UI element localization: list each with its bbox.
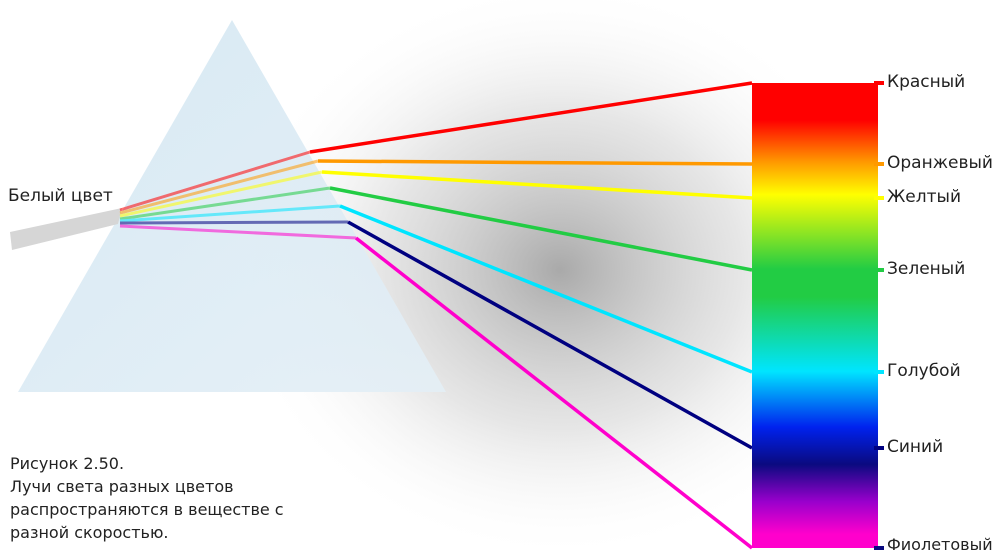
color-label-yellow: Желтый <box>887 187 962 207</box>
caption-line-4: разной скоростью. <box>10 523 169 542</box>
color-label-violet: Фиолетовый <box>887 535 993 554</box>
color-label-red: Красный <box>887 72 966 92</box>
white-light-label: Белый цвет <box>8 186 113 206</box>
ray-violet <box>354 236 754 550</box>
white-light-beam <box>10 208 122 250</box>
spectrum-ticks <box>874 81 884 550</box>
ray-green <box>329 186 753 272</box>
caption-line-3: распространяются в веществе с <box>10 500 284 519</box>
color-label-green: Зеленый <box>887 259 966 279</box>
ray-orange <box>317 159 753 166</box>
prism <box>18 20 446 392</box>
ray-red <box>309 81 753 154</box>
caption-line-1: Рисунок 2.50. <box>10 454 125 473</box>
ray-yellow <box>321 170 753 200</box>
ray-cyan <box>339 204 753 374</box>
color-label-cyan: Голубой <box>887 361 961 381</box>
caption-line-2: Лучи света разных цветов <box>10 477 234 496</box>
spectrum-bar <box>752 83 878 548</box>
ray-blue <box>347 220 753 450</box>
external-beams <box>309 81 754 550</box>
figure-caption: Рисунок 2.50. Лучи света разных цветов р… <box>10 452 284 544</box>
color-label-orange: Оранжевый <box>887 153 993 173</box>
color-label-blue: Синий <box>887 437 944 457</box>
internal-beams <box>119 150 357 240</box>
